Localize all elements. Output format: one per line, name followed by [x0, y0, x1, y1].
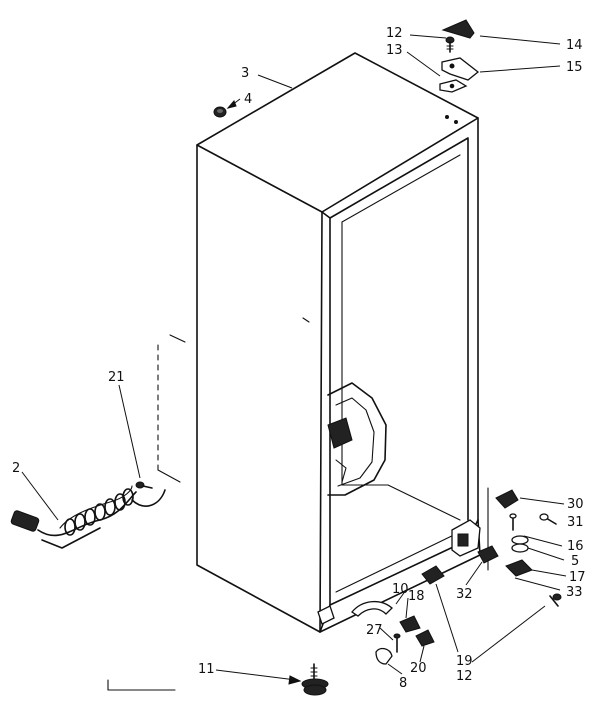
callout-14: 14	[566, 38, 583, 53]
callout-2: 2	[12, 461, 20, 476]
callout-31: 31	[567, 515, 584, 530]
leader-lines	[21, 34, 567, 685]
drain-tube-part-10	[351, 601, 393, 617]
screw-part-31	[539, 513, 557, 525]
cabinet-body	[196, 52, 481, 633]
power-cord-coil	[64, 488, 134, 536]
callout-18: 18	[408, 589, 425, 604]
callout-32: 32	[456, 587, 473, 602]
bottom-hinge-assembly	[451, 487, 562, 607]
bottom-hinge-part-17	[505, 559, 533, 577]
evaporator-drain-cover	[327, 382, 387, 496]
callout-12-bottom: 12	[456, 669, 473, 684]
top-hinge-assembly	[439, 19, 480, 93]
callout-13: 13	[386, 43, 403, 58]
callout-30: 30	[567, 497, 584, 512]
screw-part-21	[393, 633, 401, 653]
callout-17: 17	[569, 570, 586, 585]
washer-part-5	[511, 535, 529, 545]
top-hinge	[441, 57, 480, 81]
callout-4: 4	[244, 92, 252, 107]
hinge-cap-part-30	[495, 489, 519, 509]
part-20	[415, 629, 435, 647]
leveling-cap-part-8	[375, 647, 393, 665]
callout-33: 33	[566, 585, 583, 600]
leveling-leg-part-11	[301, 663, 329, 696]
callout-27: 19	[456, 654, 473, 669]
callout-21: 27	[366, 623, 383, 638]
callout-10: 10	[392, 582, 409, 597]
power-cord	[10, 485, 166, 549]
bottom-front-parts	[107, 565, 445, 696]
callout-16: 16	[567, 539, 584, 554]
callout-19: 21	[108, 370, 125, 385]
callout-3: 3	[241, 66, 249, 81]
callout-20: 20	[410, 661, 427, 676]
hinge-pin-part-16	[509, 513, 517, 531]
cord-mount-outline	[157, 334, 186, 483]
callout-8: 8	[399, 676, 407, 691]
hinge-bracket-part-32	[477, 545, 499, 564]
callout-11: 11	[198, 662, 215, 677]
hinge-cover	[441, 19, 475, 39]
screw-part-19	[135, 481, 153, 489]
callout-labels: 3 4 2 21 12 13 14 15 30 31 16 5 17 33 32…	[12, 26, 586, 691]
bracket-part-18	[399, 615, 421, 633]
hinge-screw-top	[445, 36, 455, 53]
part-27	[421, 565, 445, 585]
plug-button-part-4	[213, 106, 227, 118]
callout-5: 5	[571, 554, 579, 569]
callout-15: 15	[566, 60, 583, 75]
screw-part-33	[549, 593, 562, 607]
callout-12-top: 12	[386, 26, 403, 41]
